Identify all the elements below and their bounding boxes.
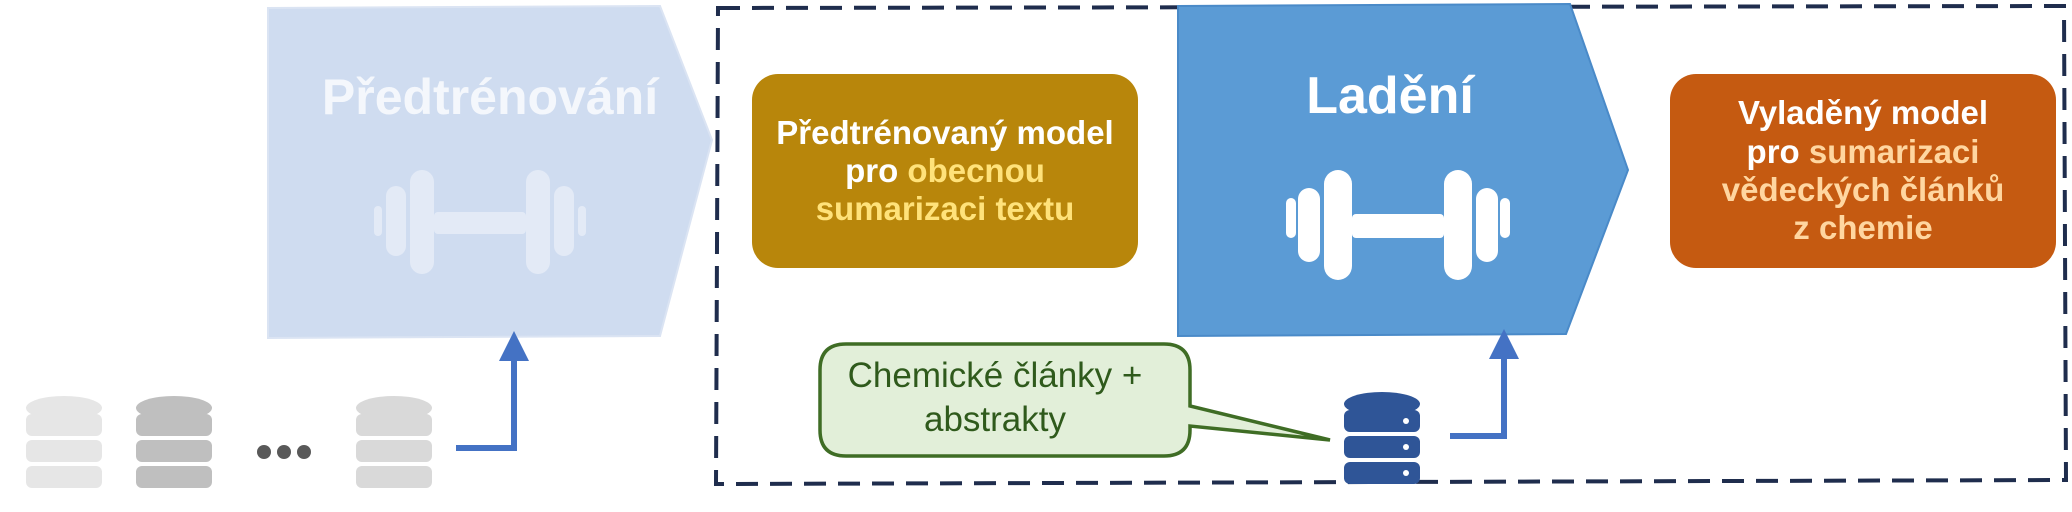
callout-line1: Chemické články + (847, 356, 1143, 396)
connector-pretraining (456, 331, 529, 451)
chem-model-line3: vědeckých článků (1721, 171, 2005, 208)
dumbbell-icon (1286, 170, 1510, 280)
chem-model-label: Vyladěný model pro sumarizaci vědeckých … (1670, 74, 2056, 268)
dumbbell-icon (374, 170, 586, 274)
pretraining-arrow (267, 4, 714, 340)
database-icon (26, 396, 102, 488)
general-model-line2-highlight: obecnou (907, 151, 1045, 189)
callout-line2: abstrakty (923, 400, 1066, 439)
chem-model-line4: z chemie (1793, 209, 1933, 247)
ellipsis-dots (257, 445, 311, 459)
chem-model-line2-prefix: pro (1746, 132, 1809, 170)
chem-model-box (1670, 74, 2056, 268)
database-icon (1344, 392, 1420, 484)
chem-model-line1: Vyladěný model (1737, 94, 1989, 132)
finetuning-title: Ladění (1306, 67, 1474, 125)
general-model-label: Předtrénovaný model pro obecnou sumariza… (752, 74, 1138, 268)
chem-model-line2-highlight: sumarizaci (1808, 132, 1980, 170)
connector-finetuning (1450, 329, 1519, 439)
database-lights (1403, 418, 1409, 476)
general-model-line2-prefix: pro (845, 151, 908, 189)
general-model-line1: Předtrénovaný model (776, 113, 1114, 151)
database-icon (136, 396, 212, 488)
general-model-box (752, 74, 1138, 268)
finetuning-arrow (1177, 2, 1630, 338)
general-model-line3: sumarizaci textu (815, 190, 1075, 228)
database-icon (356, 396, 432, 488)
callout-text: Chemické články + abstrakty (815, 348, 1175, 448)
pretraining-title: Předtrénování (321, 69, 659, 125)
callout-bubble (818, 342, 1331, 458)
dashed-frame (713, 3, 2069, 487)
